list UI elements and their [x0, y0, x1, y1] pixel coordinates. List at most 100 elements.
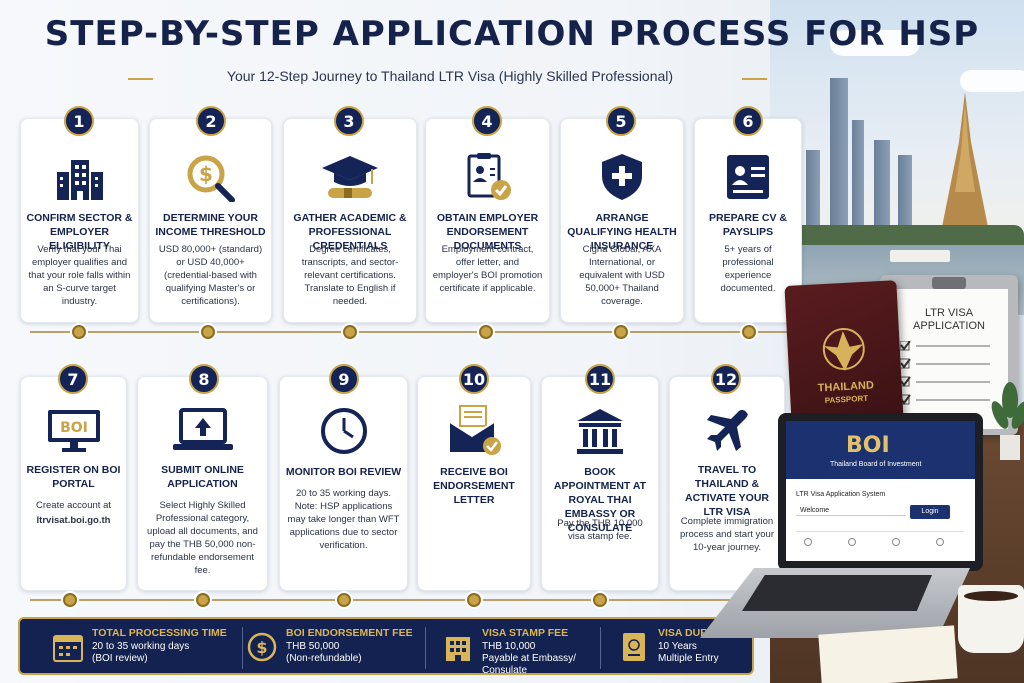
thai-passport: THAILAND PASSPORT: [784, 280, 904, 426]
boi-header: BOI Thailand Board of Investment: [786, 421, 975, 479]
coin-icon: $: [247, 632, 277, 662]
laptop-upload-icon: [171, 407, 235, 455]
step-number-badge: 5: [606, 106, 636, 136]
step-number-badge: 4: [472, 106, 502, 136]
step-description: USD 80,000+ (standard) or USD 40,000+ (c…: [158, 244, 263, 307]
timeline-row-1: [30, 331, 810, 333]
step-card-5: ARRANGE QUALIFYING HEALTH INSURANCE Cign…: [560, 118, 684, 323]
step-card-7: BOI REGISTER ON BOI PORTAL Create accoun…: [20, 376, 127, 591]
step-card-11: BOOK APPOINTMENT AT ROYAL THAI EMBASSY O…: [541, 376, 659, 591]
step-title: CONFIRM SECTOR & EMPLOYER ELIGIBILITY: [26, 212, 133, 252]
summary-processing-time: TOTAL PROCESSING TIME 20 to 35 working d…: [52, 627, 242, 669]
step-number-badge: 1: [64, 106, 94, 136]
divider: [796, 515, 906, 516]
step-description: Pay the THB 10,000 visa stamp fee.: [557, 518, 643, 542]
clipboard-title: LTR VISA APPLICATION: [913, 307, 985, 332]
timeline-dot: [593, 593, 607, 607]
laptop-keyboard: [742, 575, 932, 611]
step-card-10: RECEIVE BOI ENDORSEMENT LETTER: [417, 376, 531, 591]
embassy-icon: [574, 405, 626, 457]
step-title: REGISTER ON BOI PORTAL: [26, 464, 121, 490]
portal-menu: [796, 531, 964, 553]
shield-plus-icon: [596, 151, 648, 203]
timeline-row-2: [30, 599, 760, 601]
timeline-dot: [479, 325, 493, 339]
laptop-screen: BOI Thailand Board of Investment LTR Vis…: [786, 421, 975, 561]
step-title: PREPARE CV & PAYSLIPS: [709, 212, 787, 238]
summary-value: THB 50,000(Non-refundable): [286, 641, 362, 664]
step-number-badge: 7: [58, 364, 88, 394]
page-title: STEP-BY-STEP APPLICATION PROCESS FOR HSP: [44, 14, 980, 54]
step-title: TRAVEL TO THAILAND & ACTIVATE YOUR LTR V…: [684, 464, 769, 518]
step-number-badge: 6: [733, 106, 763, 136]
timeline-dot: [63, 593, 77, 607]
system-title: LTR Visa Application System: [796, 491, 886, 498]
coffee-mug: [958, 585, 1024, 653]
svg-text:BOI: BOI: [60, 420, 88, 436]
summary-bar: TOTAL PROCESSING TIME 20 to 35 working d…: [18, 617, 754, 676]
cloud: [960, 70, 1024, 92]
id-card-icon: [722, 151, 774, 203]
step-description: Employment contract, offer letter, and e…: [432, 244, 543, 294]
building-icon: [54, 157, 106, 201]
step-title: SUBMIT ONLINE APPLICATION: [161, 464, 244, 490]
boi-monitor-icon: BOI: [46, 407, 102, 455]
step-description: Create account at: [36, 500, 111, 511]
checklist-icon: [900, 341, 990, 405]
step-number-badge: 2: [196, 106, 226, 136]
step-description: Verify that your Thai employer qualifies…: [28, 244, 131, 307]
summary-endorsement-fee: $ BOI ENDORSEMENT FEE THB 50,000(Non-ref…: [246, 627, 426, 669]
airplane-icon: [701, 407, 753, 455]
welcome-text: Welcome: [800, 507, 830, 514]
boat: [890, 250, 950, 262]
notebook: [818, 625, 958, 683]
step-description: 5+ years of professional experience docu…: [720, 244, 776, 294]
passport-icon: [623, 633, 645, 661]
summary-label: BOI ENDORSEMENT FEE: [286, 627, 413, 639]
step-number-badge: 12: [711, 364, 741, 394]
menu-icon[interactable]: [848, 538, 856, 546]
step-card-9: MONITOR BOI REVIEW 20 to 35 working days…: [279, 376, 408, 591]
boi-logo: BOI: [846, 433, 890, 458]
calendar-icon: [53, 635, 83, 662]
step-number-badge: 3: [334, 106, 364, 136]
login-button[interactable]: Login: [910, 505, 950, 519]
step-card-2: $ DETERMINE YOUR INCOME THRESHOLD USD 80…: [149, 118, 272, 323]
step-card-3: GATHER ACADEMIC & PROFESSIONAL CREDENTIA…: [283, 118, 417, 323]
menu-icon[interactable]: [892, 538, 900, 546]
step-title: RECEIVE BOI ENDORSEMENT LETTER: [433, 466, 515, 506]
step-title: MONITOR BOI REVIEW: [285, 466, 402, 478]
skyscraper: [874, 140, 890, 240]
divider: [242, 627, 243, 669]
boi-portal-link[interactable]: ltrvisat.boi.go.th: [36, 515, 111, 526]
svg-text:$: $: [199, 162, 213, 186]
menu-icon[interactable]: [936, 538, 944, 546]
step-number-badge: 11: [585, 364, 615, 394]
step-description: Cigna Global, AXA International, or equi…: [579, 244, 665, 307]
timeline-dot: [201, 325, 215, 339]
cloud: [830, 30, 920, 56]
step-number-badge: 9: [329, 364, 359, 394]
skyscraper: [806, 150, 820, 240]
step-description: 20 to 35 working days. Note: HSP applica…: [287, 488, 400, 551]
document-check-icon: [462, 151, 514, 203]
clock-icon: [318, 405, 370, 457]
divider: [600, 627, 601, 669]
timeline-dot: [196, 593, 210, 607]
menu-icon[interactable]: [804, 538, 812, 546]
svg-text:$: $: [256, 638, 267, 657]
summary-label: TOTAL PROCESSING TIME: [92, 627, 227, 639]
skyscraper: [898, 155, 912, 240]
timeline-dot: [72, 325, 86, 339]
timeline-dot: [614, 325, 628, 339]
clipboard: LTR VISA APPLICATION: [880, 275, 1018, 435]
boi-org: Thailand Board of Investment: [830, 461, 922, 468]
money-search-icon: $: [185, 153, 237, 203]
plant-icon: [991, 382, 1024, 460]
subtitle-divider: [742, 78, 767, 80]
application-form: LTR VISA APPLICATION: [890, 289, 1008, 429]
coffee: [964, 591, 1018, 601]
